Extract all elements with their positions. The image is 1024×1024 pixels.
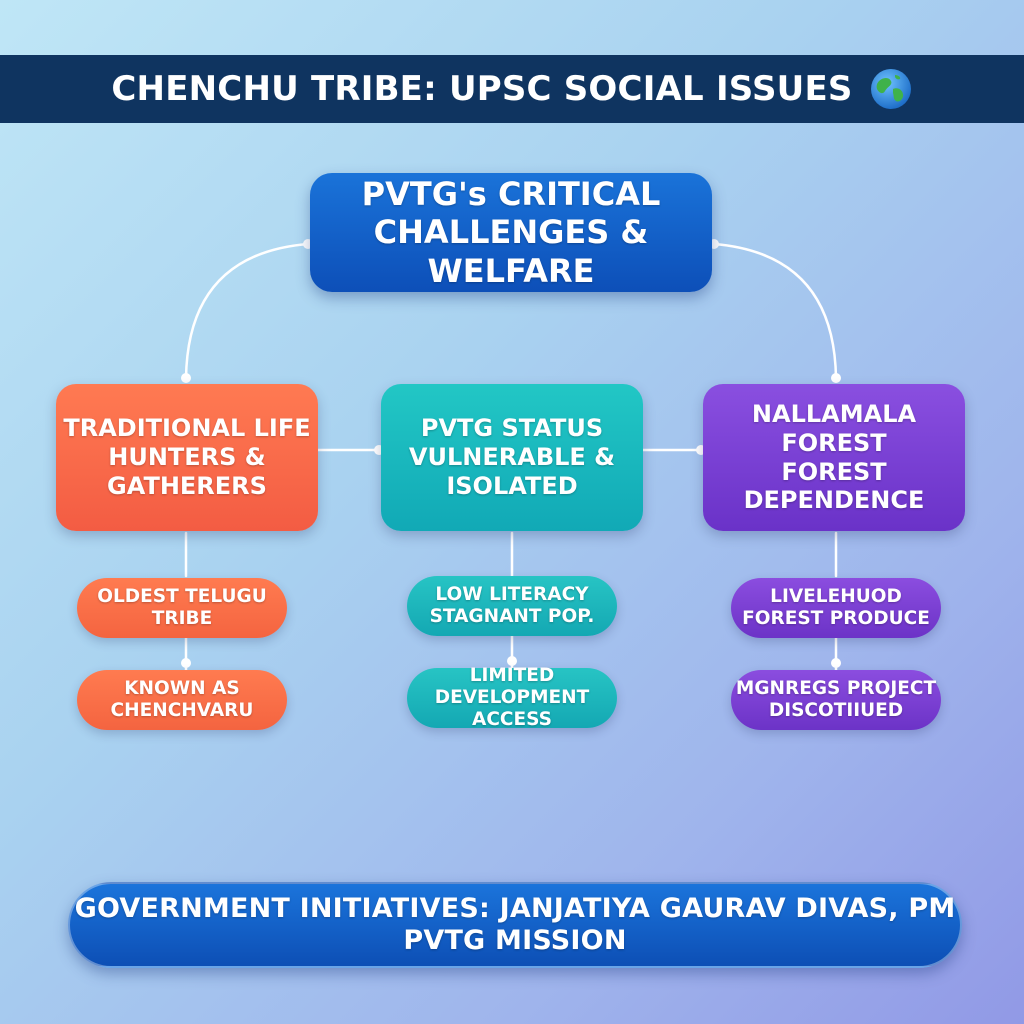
leaf-oldest-telugu-tribe: OLDEST TELUGU TRIBE (77, 578, 287, 638)
title-banner: CHENCHU TRIBE: UPSC SOCIAL ISSUES (0, 55, 1024, 123)
connector-dot (181, 373, 191, 383)
leaf-limited-development: LIMITED DEVELOPMENT ACCESS (407, 665, 617, 730)
category-traditional-life: TRADITIONAL LIFE HUNTERS & GATHERERS (56, 384, 318, 531)
connector-dot (831, 373, 841, 383)
category-nallamala-forest: NALLAMALA FOREST FOREST DEPENDENCE (703, 384, 965, 531)
category-pvtg-status: PVTG STATUS VULNERABLE & ISOLATED (381, 384, 643, 531)
root-node: PVTG's CRITICAL CHALLENGES & WELFARE (310, 173, 712, 292)
leaf-known-as-chenchvaru: KNOWN AS CHENCHVARU (77, 670, 287, 730)
connector-dot (831, 658, 841, 668)
government-initiatives-banner: GOVERNMENT INITIATIVES: JANJATIYA GAURAV… (68, 882, 962, 968)
connector-dot (507, 656, 517, 666)
leaf-livelihood: LIVELEHUOD FOREST PRODUCE (731, 578, 941, 638)
connector-root-left (184, 242, 310, 380)
globe-icon (869, 67, 913, 111)
leaf-low-literacy: LOW LITERACY STAGNANT POP. (407, 576, 617, 636)
connector-root-right (712, 242, 838, 380)
page-title: CHENCHU TRIBE: UPSC SOCIAL ISSUES (111, 69, 853, 109)
connector-dot (181, 658, 191, 668)
leaf-mgnregs-project: MGNREGS PROJECT DISCOTIIUED (731, 670, 941, 730)
